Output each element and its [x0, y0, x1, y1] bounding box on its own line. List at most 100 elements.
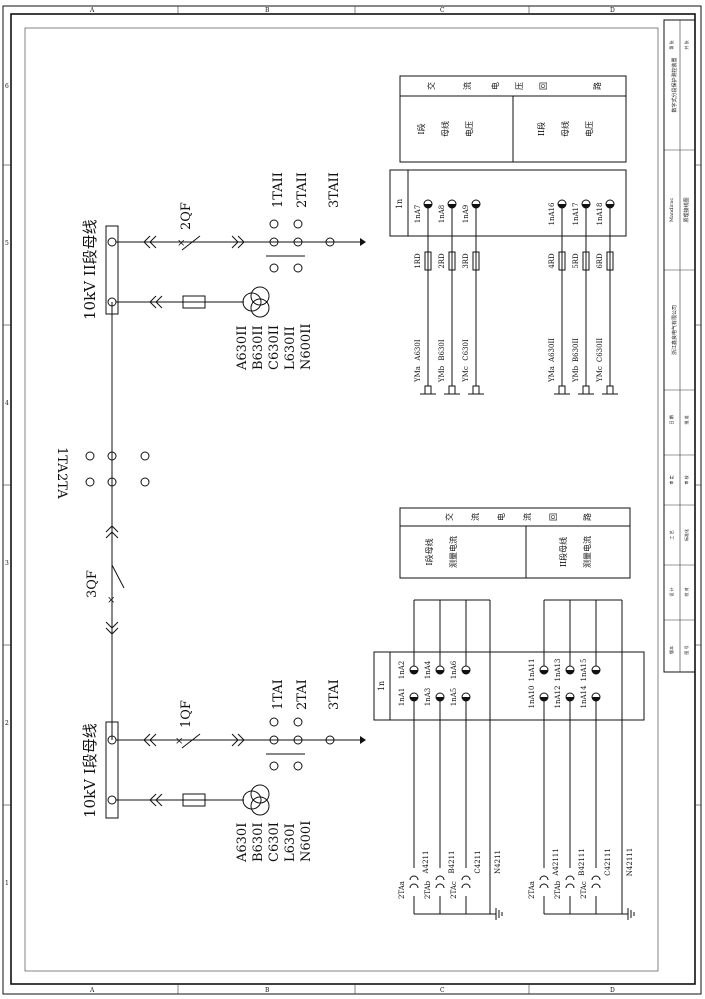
breaker-label-2qf: 2QF — [179, 202, 194, 230]
breaker-label-1qf: 1QF — [179, 700, 194, 728]
ct-label: 3TAI — [327, 679, 342, 710]
zone-number-left: 5 — [5, 240, 9, 247]
terminal-label: 1nA5 — [450, 688, 458, 706]
wire-label: C42111 — [604, 848, 612, 876]
pt-label: N600I — [299, 821, 314, 862]
zone-number-left: 3 — [5, 560, 9, 567]
meter-label: YMb — [572, 365, 580, 383]
terminal-dot-fill — [436, 670, 444, 674]
breaker-symbol: × — [177, 238, 185, 249]
tie-section: 1TA 2TA × 3QF — [54, 447, 150, 635]
section-label: 电压 — [464, 121, 474, 137]
section-label: 测量电流 — [448, 536, 458, 568]
ct-coil — [591, 875, 601, 889]
fuse — [472, 251, 480, 271]
terminal-dot-fill — [462, 697, 470, 701]
terminal-dot-fill — [410, 697, 418, 701]
section-label: 母线 — [560, 121, 570, 137]
ct-label: 2TAII — [295, 172, 310, 208]
section-label: II段母线 — [558, 537, 568, 567]
header-char: 路 — [592, 82, 602, 90]
title-mark: 图 号 — [683, 645, 689, 654]
ct-label: 1TA — [54, 447, 69, 473]
fuse-label: 5RD — [572, 253, 580, 269]
zone-letter-bottom: A — [89, 987, 95, 994]
title-mark: 审 定 — [668, 475, 674, 484]
wire-label: N4211 — [494, 850, 502, 874]
title-mark: 共 张 — [683, 40, 689, 49]
ct-name-label: 2TAb — [554, 880, 562, 899]
voltage-terminals: 1nA71RDA630IYMa1nA82RDB630IYMb1nA93RDC63… — [414, 199, 618, 395]
drawing-title: 数字式分段保护测控装置 — [671, 57, 678, 112]
header-char: 路 — [582, 513, 592, 521]
fuse-label: 3RD — [462, 253, 470, 269]
header-char: 压 — [515, 82, 524, 90]
terminal-label: 1nA16 — [548, 202, 556, 225]
title-mark: 日 期 — [668, 415, 674, 424]
company-name: 浙江鑫良电气有限公司 — [671, 305, 678, 355]
section-label: I段母线 — [424, 538, 434, 565]
current-circuit-header: 交 流 电 流 回 路 I段母线 测量电流 II段母线 测量电流 — [399, 507, 631, 579]
zone-letter-top: D — [610, 7, 615, 14]
ct-coil — [539, 875, 549, 889]
wire-label: A4211 — [422, 851, 430, 875]
pt-label: N600II — [299, 324, 314, 370]
terminal-dot-fill — [472, 204, 480, 208]
terminal-label: 1nA2 — [398, 661, 406, 679]
fuse-label: 1RD — [414, 253, 422, 269]
wire-label: A630II — [548, 338, 556, 363]
ct-coil — [435, 875, 445, 889]
wire-label: C630I — [462, 339, 470, 361]
terminal-block-label: 1n — [377, 681, 386, 691]
terminal-label: 1nA15 — [580, 659, 588, 682]
pt-label: A630II — [235, 326, 250, 371]
terminal-dot-fill — [592, 697, 600, 701]
wire-label: B630I — [438, 339, 446, 361]
drawing-number: 原理接线图 — [683, 197, 690, 222]
zone-letter-top: C — [440, 7, 445, 14]
section-label: 电压 — [584, 121, 594, 137]
terminal-label: 1nA14 — [580, 685, 588, 708]
ct-name-label: 2TAa — [398, 881, 406, 899]
meter-label: YMb — [438, 365, 446, 383]
title-mark: 版本 — [668, 646, 674, 654]
wire-label: B630II — [572, 338, 580, 362]
header-char: 回 — [549, 513, 558, 521]
fuse-label: 2RD — [438, 253, 446, 269]
ct-label: 2TAI — [295, 679, 310, 710]
ct-coil — [409, 875, 419, 889]
header-char: 流 — [462, 82, 472, 90]
ct-name-label: 2TAa — [528, 881, 536, 899]
terminal-label: 1nA7 — [414, 205, 422, 223]
project-name: Mandirac — [669, 198, 675, 222]
busbar-2 — [105, 225, 119, 315]
terminal-label: 1nA10 — [528, 686, 536, 709]
title-block: 数字式分段保护测控装置 Mandirac 原理接线图 浙江鑫良电气有限公司 版本… — [663, 19, 696, 673]
terminal-dot-fill — [540, 697, 548, 701]
wire-label: N42111 — [626, 848, 634, 876]
zone-letter-bottom: D — [610, 987, 615, 994]
pt-label: C630I — [267, 822, 282, 862]
terminal-end — [424, 385, 432, 395]
pt-label: B630II — [251, 325, 266, 370]
section-label: I段 — [416, 123, 426, 134]
terminal-dot-fill — [462, 670, 470, 674]
pt-label: A630I — [235, 823, 250, 863]
ground-icon — [627, 908, 635, 920]
zone-number-left: 4 — [5, 400, 9, 407]
wire-label: B4211 — [448, 851, 456, 874]
terminal-dot-fill — [606, 204, 614, 208]
ct-coil — [565, 875, 575, 889]
header-char: 电 — [496, 513, 506, 521]
terminal-label: 1nA17 — [572, 203, 580, 226]
title-mark: 校 对 — [683, 587, 689, 596]
terminal-dot-fill — [436, 697, 444, 701]
fuse — [182, 295, 206, 309]
fuse — [582, 251, 590, 271]
fuse — [448, 251, 456, 271]
header-char: 电 — [490, 82, 500, 90]
terminal-label: 1nA8 — [438, 205, 446, 223]
title-mark: 设 计 — [668, 587, 674, 596]
terminal-end — [472, 385, 480, 395]
section-label: 测量电流 — [582, 536, 592, 568]
